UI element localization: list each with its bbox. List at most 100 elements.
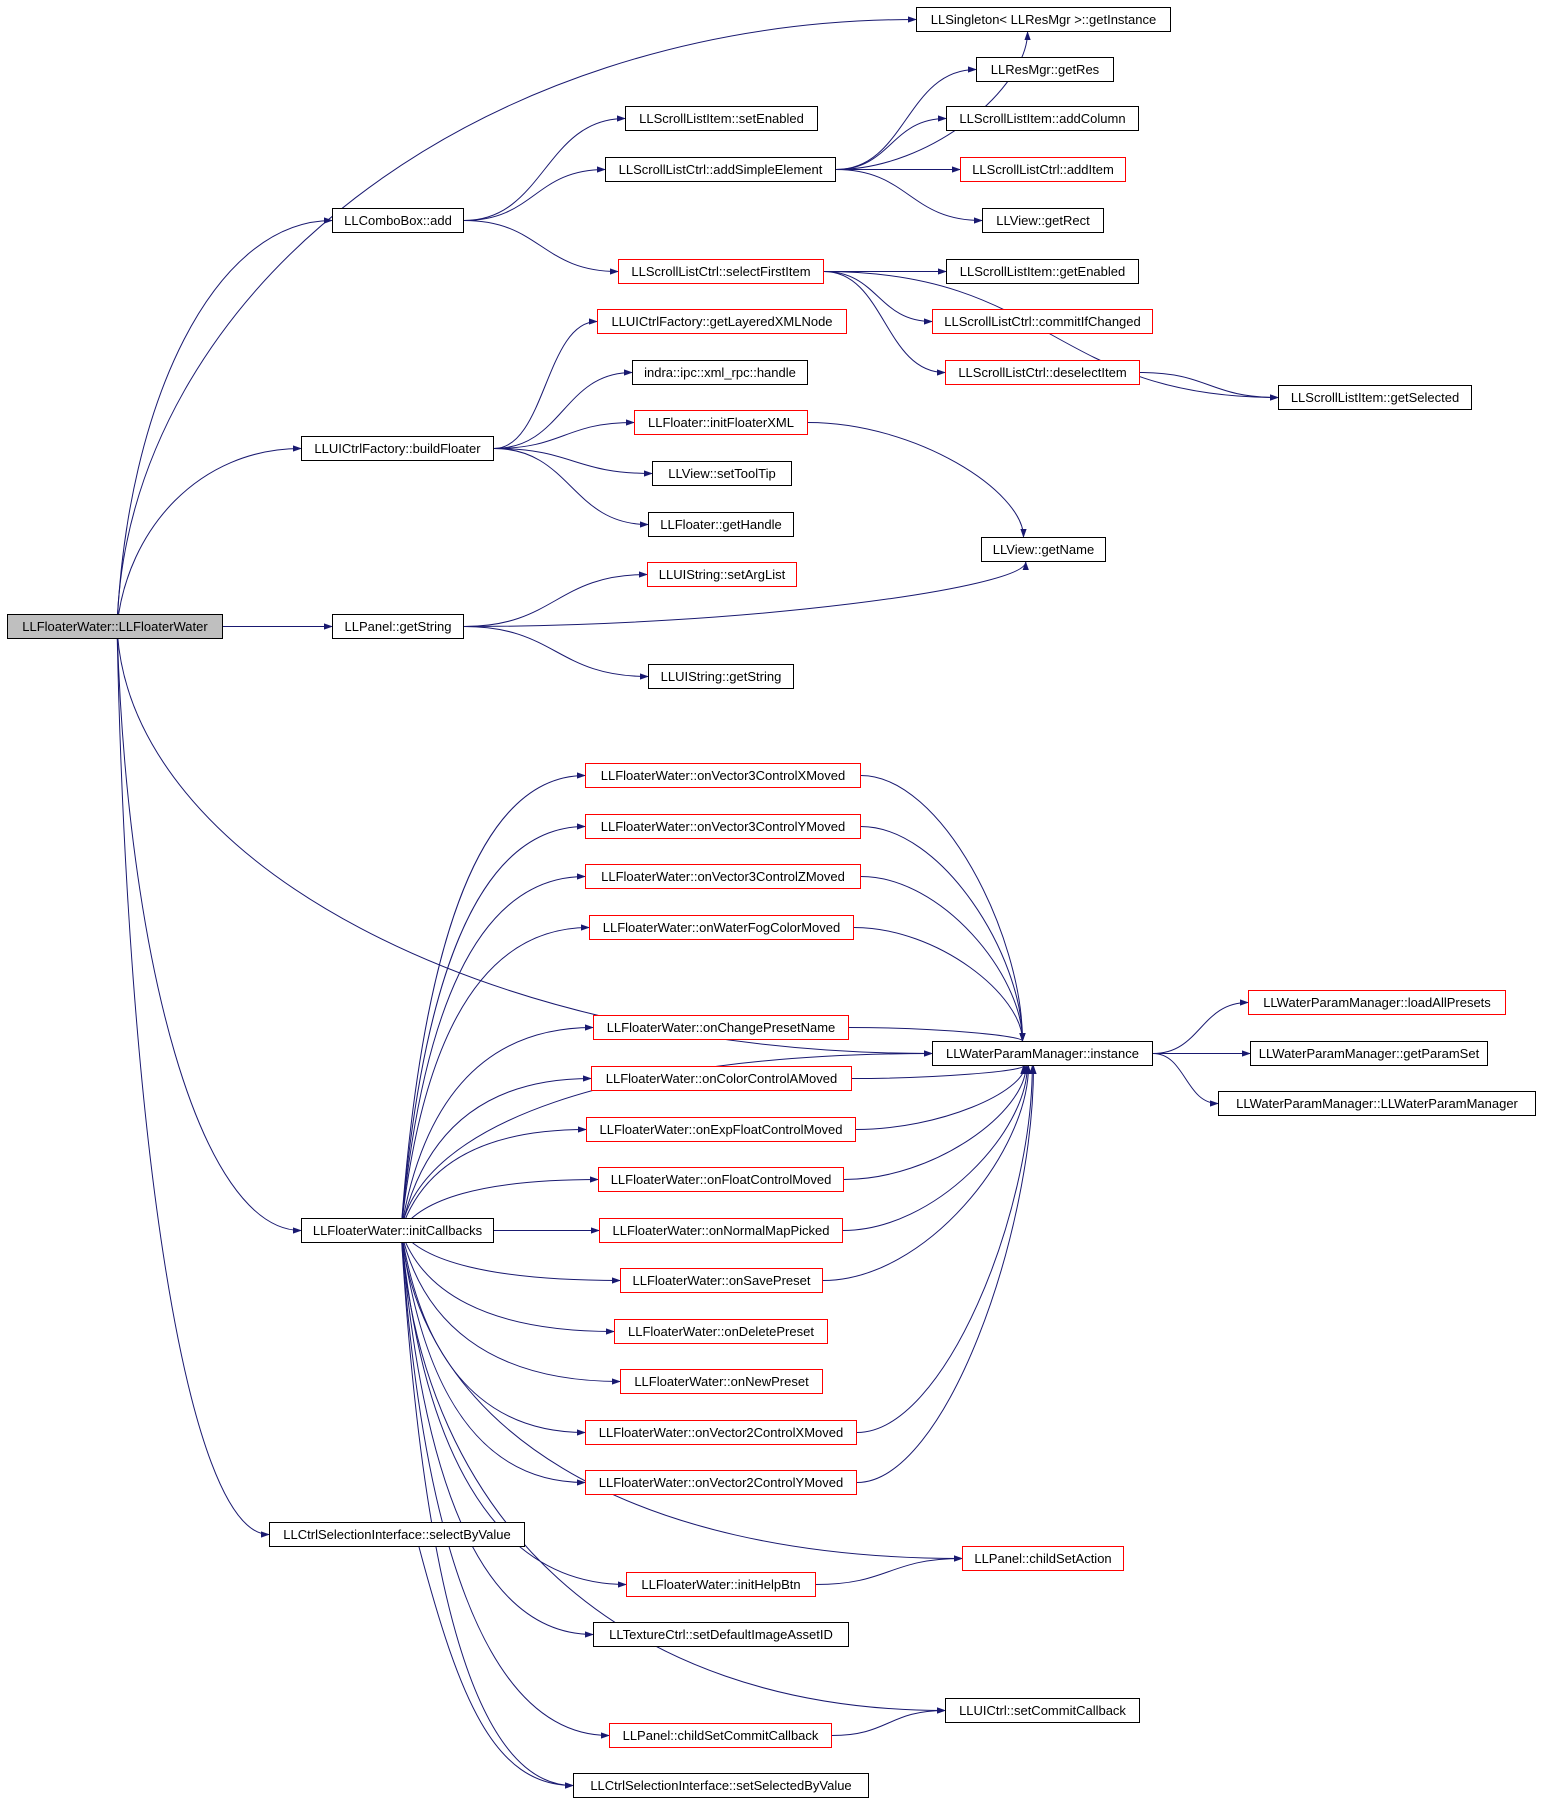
edge-selectFirstItem-to-commitIfChanged — [823, 271, 933, 325]
edge-combo_add-to-selectFirstItem — [463, 220, 619, 275]
edge-selectFirstItem-to-deselectItem — [823, 271, 946, 376]
node-selectByValue[interactable]: LLCtrlSelectionInterface::selectByValue — [269, 1522, 525, 1547]
edge-buildFloater-to-xml_rpc_handle — [493, 369, 633, 449]
node-getSelected[interactable]: LLScrollListItem::getSelected — [1278, 385, 1472, 410]
node-v3y[interactable]: LLFloaterWater::onVector3ControlYMoved — [585, 814, 861, 839]
edge-buildFloater-to-setToolTip — [493, 448, 653, 477]
edge-wpm_instance-to-wpm_ctor — [1152, 1053, 1219, 1107]
node-root: LLFloaterWater::LLFloaterWater — [7, 614, 223, 639]
node-colorControlA[interactable]: LLFloaterWater::onColorControlAMoved — [591, 1066, 852, 1091]
node-getRes[interactable]: LLResMgr::getRes — [976, 57, 1114, 82]
edge-addSimpleElement-to-sli_addColumn — [835, 115, 947, 170]
node-getRect[interactable]: LLView::getRect — [982, 208, 1104, 233]
node-v2x[interactable]: LLFloaterWater::onVector2ControlXMoved — [585, 1420, 857, 1445]
edge-fogColor-to-wpm_instance — [853, 927, 1026, 1042]
edge-initCallbacks-to-wpm_instance — [400, 1050, 933, 1231]
edge-initCallbacks-to-v2x — [400, 1230, 586, 1436]
edge-root-to-initCallbacks — [116, 626, 302, 1234]
node-loadAllPresets[interactable]: LLWaterParamManager::loadAllPresets — [1248, 990, 1506, 1015]
edge-combo_add-to-addSimpleElement — [463, 166, 606, 221]
node-floatControl[interactable]: LLFloaterWater::onFloatControlMoved — [598, 1167, 844, 1192]
edge-floatControl-to-wpm_instance — [843, 1065, 1030, 1180]
node-singleton[interactable]: LLSingleton< LLResMgr >::getInstance — [916, 7, 1171, 32]
node-selectFirstItem[interactable]: LLScrollListCtrl::selectFirstItem — [618, 259, 824, 284]
node-addItem[interactable]: LLScrollListCtrl::addItem — [960, 157, 1126, 182]
node-savePreset[interactable]: LLFloaterWater::onSavePreset — [620, 1268, 823, 1293]
node-initCallbacks[interactable]: LLFloaterWater::initCallbacks — [301, 1218, 494, 1243]
node-commitIfChanged[interactable]: LLScrollListCtrl::commitIfChanged — [932, 309, 1153, 334]
edge-initCallbacks-to-setSelectedByValue — [400, 1230, 574, 1789]
edge-root-to-buildFloater — [116, 445, 302, 627]
edge-v2y-to-wpm_instance — [856, 1065, 1037, 1483]
node-xml_rpc_handle[interactable]: indra::ipc::xml_rpc::handle — [632, 360, 808, 385]
edge-initCallbacks-to-v3z — [400, 873, 586, 1231]
node-normalMap[interactable]: LLFloaterWater::onNormalMapPicked — [599, 1218, 843, 1243]
node-childSetCommitCallback[interactable]: LLPanel::childSetCommitCallback — [609, 1723, 832, 1748]
edge-addSimpleElement-to-getRes — [835, 66, 977, 170]
edge-initCallbacks-to-changePresetName — [400, 1024, 594, 1231]
edge-initCallbacks-to-fogColor — [400, 924, 590, 1231]
node-getEnabled[interactable]: LLScrollListItem::getEnabled — [946, 259, 1139, 284]
edge-initCallbacks-to-childSetAction — [400, 1230, 963, 1562]
node-wpm_ctor[interactable]: LLWaterParamManager::LLWaterParamManager — [1218, 1091, 1536, 1116]
node-uistring_getString[interactable]: LLUIString::getString — [648, 664, 794, 689]
edge-combo_add-to-sli_setEnabled — [463, 115, 626, 221]
edge-initCallbacks-to-colorControlA — [400, 1075, 592, 1231]
edge-wpm_instance-to-loadAllPresets — [1152, 999, 1249, 1054]
edge-v3z-to-wpm_instance — [860, 876, 1026, 1042]
node-getLayeredXMLNode[interactable]: LLUICtrlFactory::getLayeredXMLNode — [597, 309, 847, 334]
edge-initCallbacks-to-expFloat — [400, 1126, 587, 1231]
node-panel_getString[interactable]: LLPanel::getString — [332, 614, 464, 639]
edge-selectByValue-to-setSelectedByValue — [418, 1546, 574, 1789]
node-v2y[interactable]: LLFloaterWater::onVector2ControlYMoved — [585, 1470, 857, 1495]
node-fogColor[interactable]: LLFloaterWater::onWaterFogColorMoved — [589, 915, 854, 940]
edge-v3y-to-wpm_instance — [860, 826, 1026, 1042]
edge-normalMap-to-wpm_instance — [842, 1065, 1031, 1231]
edge-selectFirstItem-to-getSelected — [823, 271, 1279, 401]
edge-v2x-to-wpm_instance — [856, 1065, 1036, 1433]
node-addSimpleElement[interactable]: LLScrollListCtrl::addSimpleElement — [605, 157, 836, 182]
node-v3x[interactable]: LLFloaterWater::onVector3ControlXMoved — [585, 763, 861, 788]
edge-root-to-singleton — [116, 16, 917, 627]
node-setToolTip[interactable]: LLView::setToolTip — [652, 461, 792, 486]
node-wpm_instance[interactable]: LLWaterParamManager::instance — [932, 1041, 1153, 1066]
node-getHandle[interactable]: LLFloater::getHandle — [648, 512, 794, 537]
node-combo_add[interactable]: LLComboBox::add — [332, 208, 464, 233]
node-buildFloater[interactable]: LLUICtrlFactory::buildFloater — [301, 436, 494, 461]
node-newPreset[interactable]: LLFloaterWater::onNewPreset — [620, 1369, 823, 1394]
node-initFloaterXML[interactable]: LLFloater::initFloaterXML — [634, 410, 808, 435]
edge-initCallbacks-to-v2y — [400, 1230, 586, 1486]
node-changePresetName[interactable]: LLFloaterWater::onChangePresetName — [593, 1015, 849, 1040]
edge-initCallbacks-to-v3x — [400, 772, 586, 1231]
edge-initCallbacks-to-v3y — [400, 823, 586, 1231]
node-sli_addColumn[interactable]: LLScrollListItem::addColumn — [946, 106, 1139, 131]
node-getName[interactable]: LLView::getName — [981, 537, 1106, 562]
node-deselectItem[interactable]: LLScrollListCtrl::deselectItem — [945, 360, 1140, 385]
edge-root-to-selectByValue — [116, 626, 270, 1538]
edge-addSimpleElement-to-singleton — [835, 31, 1031, 170]
node-getParamSet[interactable]: LLWaterParamManager::getParamSet — [1250, 1041, 1488, 1066]
edge-buildFloater-to-getLayeredXMLNode — [493, 318, 598, 449]
edge-deselectItem-to-getSelected — [1139, 372, 1279, 401]
node-sli_setEnabled[interactable]: LLScrollListItem::setEnabled — [625, 106, 818, 131]
edge-initHelpBtn-to-childSetAction — [815, 1555, 963, 1585]
node-v3z[interactable]: LLFloaterWater::onVector3ControlZMoved — [585, 864, 861, 889]
edge-initCallbacks-to-newPreset — [400, 1230, 621, 1385]
edge-root-to-wpm_instance — [116, 626, 933, 1057]
edge-changePresetName-to-wpm_instance — [848, 1027, 1026, 1042]
node-setCommitCallback[interactable]: LLUICtrl::setCommitCallback — [945, 1698, 1140, 1723]
node-setSelectedByValue[interactable]: LLCtrlSelectionInterface::setSelectedByV… — [573, 1773, 869, 1798]
edge-addSimpleElement-to-getRect — [835, 169, 983, 224]
node-childSetAction[interactable]: LLPanel::childSetAction — [962, 1546, 1124, 1571]
edge-panel_getString-to-uistring_getString — [463, 626, 649, 680]
node-initHelpBtn[interactable]: LLFloaterWater::initHelpBtn — [626, 1572, 816, 1597]
node-setArgList[interactable]: LLUIString::setArgList — [647, 562, 797, 587]
node-setDefaultImageAssetID[interactable]: LLTextureCtrl::setDefaultImageAssetID — [593, 1622, 849, 1647]
node-expFloat[interactable]: LLFloaterWater::onExpFloatControlMoved — [586, 1117, 856, 1142]
edge-savePreset-to-wpm_instance — [822, 1065, 1032, 1281]
edge-initCallbacks-to-setDefaultImageAssetID — [400, 1230, 594, 1638]
node-deletePreset[interactable]: LLFloaterWater::onDeletePreset — [614, 1319, 828, 1344]
edge-colorControlA-to-wpm_instance — [851, 1065, 1027, 1079]
